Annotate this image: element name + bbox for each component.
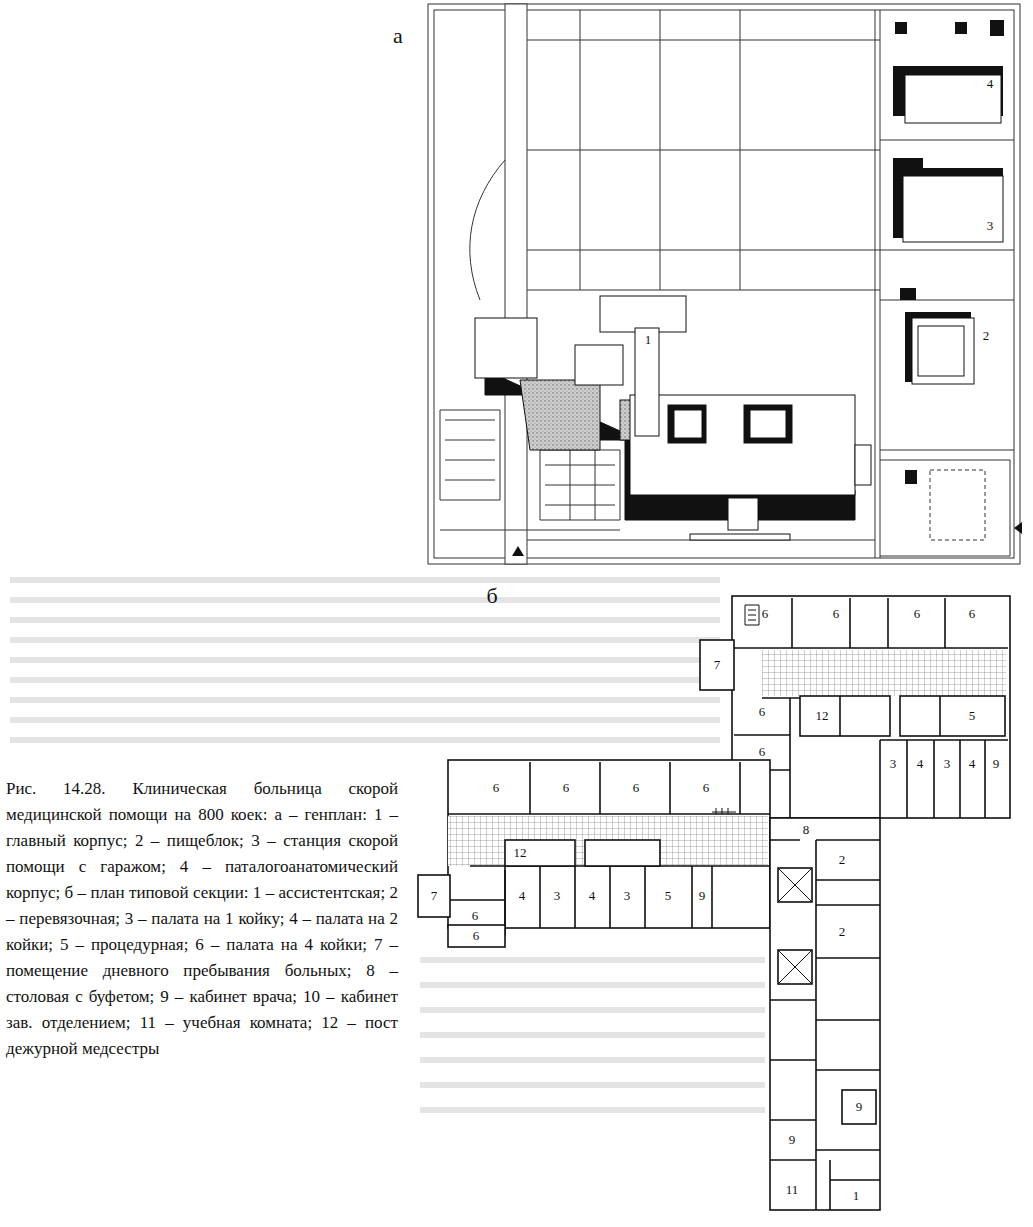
callout-number: 6 [761, 607, 770, 621]
callout-number: 9 [788, 1133, 797, 1147]
callout-number: 3 [986, 219, 995, 233]
callout-number: 6 [562, 781, 571, 795]
callout-number: 12 [513, 846, 528, 860]
callout-number: 3 [553, 889, 562, 903]
callout-number: 6 [758, 745, 767, 759]
figure-caption: Рис. 14.28. Клиническая больница скорой … [6, 776, 398, 1062]
callout-number: 2 [982, 329, 991, 343]
callout-number: 1 [852, 1189, 861, 1203]
callout-number: 4 [588, 889, 597, 903]
subfigure-letter: а [392, 24, 404, 48]
callout-number: 7 [713, 658, 722, 672]
callout-number: 12 [815, 709, 830, 723]
callout-number: 6 [913, 607, 922, 621]
callout-number: 1 [644, 333, 653, 347]
callout-number: 6 [471, 909, 480, 923]
callout-number: 6 [632, 781, 641, 795]
callout-number: 3 [889, 757, 898, 771]
callout-number: 6 [968, 607, 977, 621]
callout-number: 8 [802, 823, 811, 837]
callout-number: 2 [838, 853, 847, 867]
callout-number: 4 [986, 77, 995, 91]
callout-number: 6 [758, 705, 767, 719]
callout-number: 6 [472, 929, 481, 943]
callout-number: 11 [785, 1183, 800, 1197]
callout-number: 9 [698, 889, 707, 903]
callout-number: 2 [838, 925, 847, 939]
callout-number: 9 [992, 757, 1001, 771]
callout-number: 3 [623, 889, 632, 903]
callout-number: 7 [430, 889, 439, 903]
callout-number: 6 [702, 781, 711, 795]
callout-number: 6 [832, 607, 841, 621]
callout-number: 5 [664, 889, 673, 903]
callout-number: 4 [518, 889, 527, 903]
subfigure-letter: б [485, 584, 498, 608]
callout-number: 5 [968, 709, 977, 723]
callout-number: 4 [968, 757, 977, 771]
callout-number: 9 [855, 1100, 864, 1114]
callout-number: 6 [492, 781, 501, 795]
callout-number: 3 [943, 757, 952, 771]
callout-number: 4 [916, 757, 925, 771]
